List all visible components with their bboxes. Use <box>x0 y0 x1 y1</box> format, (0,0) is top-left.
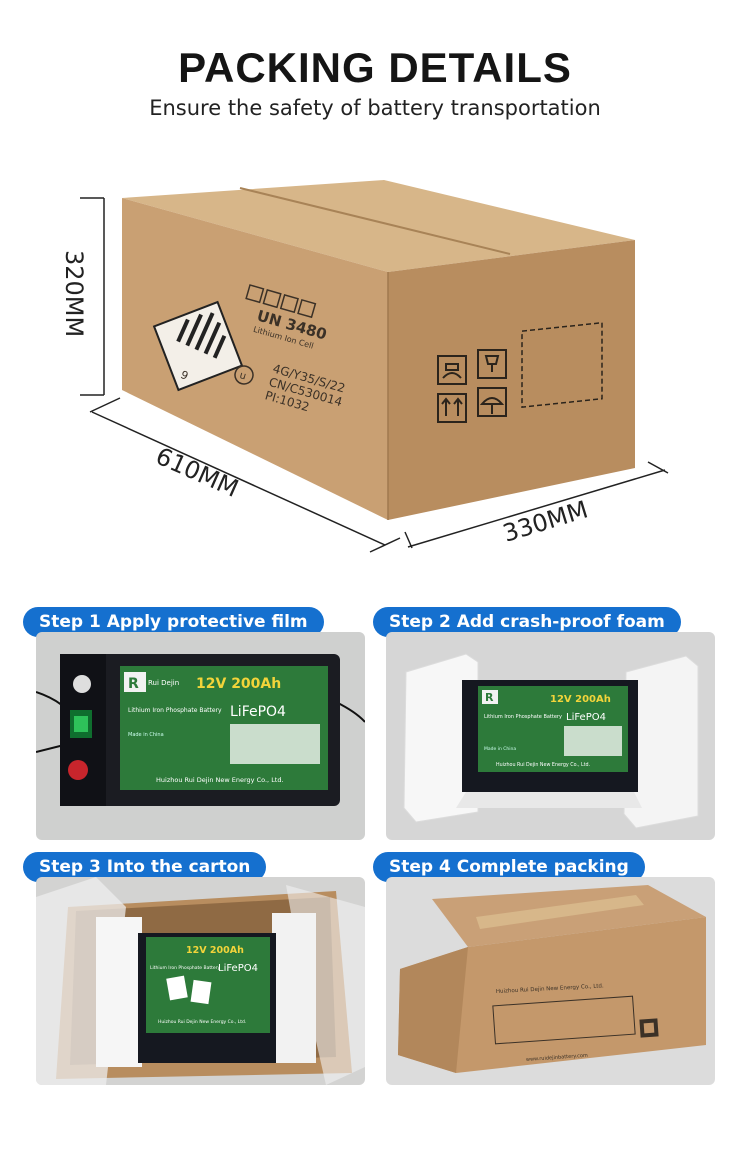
page-title: PACKING DETAILS <box>178 44 572 91</box>
svg-text:R: R <box>485 691 494 704</box>
carton-top <box>122 180 635 272</box>
svg-text:Made in China: Made in China <box>484 746 516 752</box>
svg-text:Lithium Iron Phosphate Battery: Lithium Iron Phosphate Battery <box>128 707 222 714</box>
svg-text:12V 200Ah: 12V 200Ah <box>196 676 281 692</box>
foam-right <box>623 655 699 829</box>
fragile-icon <box>484 355 500 372</box>
height-label: 320MM <box>60 250 88 337</box>
foam-left <box>403 653 479 823</box>
svg-text:R: R <box>128 676 139 692</box>
width-dimension-line <box>404 461 669 549</box>
carton-front <box>122 198 388 520</box>
keep-dry-icon <box>479 397 505 414</box>
step-3-photo: 12V 200Ah Lithium Iron Phosphate Battery… <box>36 877 365 1085</box>
packing-tape <box>476 895 644 929</box>
svg-text:Huizhou Rui Dejin New Energy C: Huizhou Rui Dejin New Energy Co., Ltd. <box>156 776 284 784</box>
height-dimension-line <box>80 197 105 396</box>
battery-outline-print <box>492 995 636 1045</box>
step-4-photo: Huizhou Rui Dejin New Energy Co., Ltd. w… <box>386 877 715 1085</box>
side-label-area <box>521 321 603 408</box>
svg-text:Huizhou Rui Dejin New Energy C: Huizhou Rui Dejin New Energy Co., Ltd. <box>496 983 604 995</box>
un-packaging-mark: u <box>234 365 254 385</box>
svg-text:u: u <box>238 370 247 382</box>
length-label: 610MM <box>152 442 243 503</box>
foam-right <box>272 913 316 1063</box>
side-handling-symbols <box>437 349 507 423</box>
svg-text:9: 9 <box>178 368 190 383</box>
negative-terminal <box>68 760 88 780</box>
carton-side <box>388 240 635 520</box>
svg-text:www.ruidejinbattery.com: www.ruidejinbattery.com <box>526 1053 588 1063</box>
svg-text:12V 200Ah: 12V 200Ah <box>550 694 611 705</box>
foam-left <box>96 917 142 1067</box>
step-1-photo: R Rui Dejin 12V 200Ah Lithium Iron Phosp… <box>36 632 365 840</box>
positive-terminal <box>73 675 91 693</box>
width-label: 330MM <box>500 495 592 547</box>
page-subtitle: Ensure the safety of battery transportat… <box>149 96 601 120</box>
svg-text:Made in China: Made in China <box>128 732 164 738</box>
svg-text:LiFePO4: LiFePO4 <box>218 963 258 974</box>
hands-care-icon <box>442 363 462 379</box>
desiccant-pack <box>166 975 188 1001</box>
svg-text:Rui Dejin: Rui Dejin <box>148 679 179 687</box>
front-handling-icons <box>245 284 317 319</box>
length-dimension-line <box>89 397 401 553</box>
svg-text:Huizhou Rui Dejin New Energy C: Huizhou Rui Dejin New Energy Co., Ltd. <box>496 762 590 768</box>
step-2-photo: R 12V 200Ah Lithium Iron Phosphate Batte… <box>386 632 715 840</box>
carton-illustration: 320MM 610MM 330MM 9 UN 34 <box>60 180 669 553</box>
svg-text:Huizhou Rui Dejin New Energy C: Huizhou Rui Dejin New Energy Co., Ltd. <box>158 1019 246 1025</box>
svg-text:LiFePO4: LiFePO4 <box>230 704 286 720</box>
svg-text:Lithium Iron Phosphate Battery: Lithium Iron Phosphate Battery <box>150 965 220 971</box>
svg-text:Lithium Iron Phosphate Battery: Lithium Iron Phosphate Battery <box>484 714 562 720</box>
svg-text:12V 200Ah: 12V 200Ah <box>186 945 244 956</box>
svg-text:LiFePO4: LiFePO4 <box>566 712 606 723</box>
hazard-class-9-label: 9 <box>152 300 244 392</box>
this-way-up-icon <box>441 397 463 416</box>
